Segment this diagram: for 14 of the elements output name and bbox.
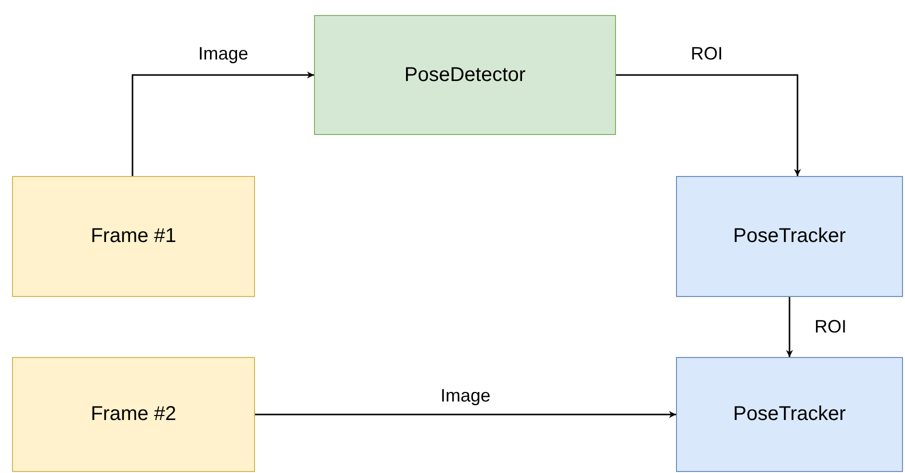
process-box	[314, 15, 616, 135]
node-label: PoseDetector	[404, 64, 526, 86]
node-label: PoseTracker	[733, 403, 846, 426]
process-box	[676, 176, 903, 297]
arrow	[786, 297, 793, 357]
arrow	[132, 72, 314, 176]
arrow	[616, 74, 801, 176]
node-label: PoseTracker	[733, 225, 846, 248]
node-label: Frame #2	[90, 403, 176, 426]
process-box	[676, 357, 903, 472]
process-box	[12, 176, 255, 297]
node-label: Frame #1	[90, 225, 176, 248]
arrow	[255, 411, 676, 418]
process-box	[12, 357, 255, 472]
